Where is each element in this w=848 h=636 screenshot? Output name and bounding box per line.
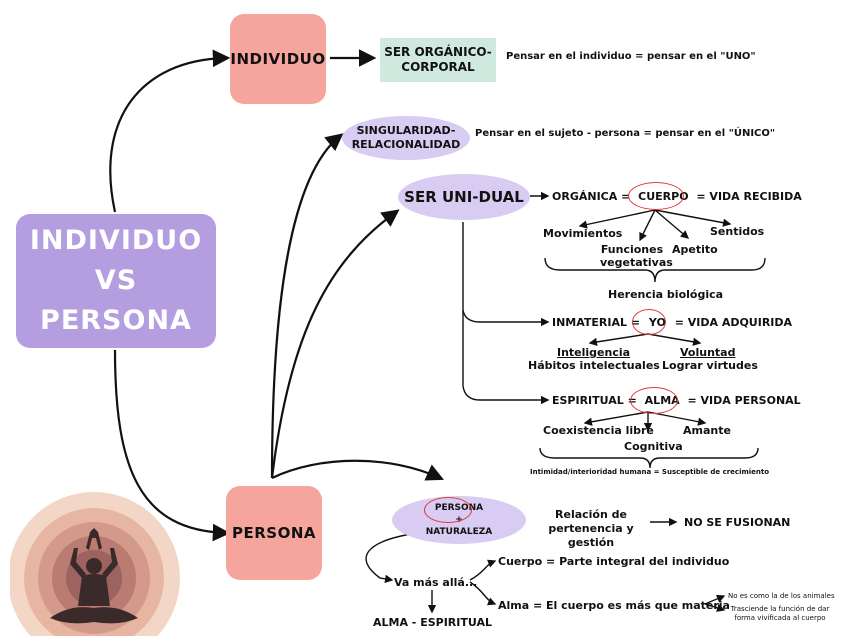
persona-label: PERSONA <box>231 524 316 542</box>
intimidad-note: Intimidad/interioridad humana = Suscepti… <box>530 468 770 476</box>
individuo-note: Pensar en el individuo = pensar en el "U… <box>506 51 756 62</box>
relacion-line1: Relación de <box>555 508 627 521</box>
organica-item-apetito: Apetito <box>672 243 718 256</box>
va-mas-alla: Va más allá... <box>394 576 478 589</box>
alma-note-2: Trasciende la función de dar forma vivif… <box>730 605 830 622</box>
alma-definicion: Alma = El cuerpo es más que materia <box>498 599 730 612</box>
individuo-box: INDIVIDUO <box>230 14 326 104</box>
organica-pre: ORGÁNICA = <box>552 190 631 203</box>
singularidad-line2: RELACIONALIDAD <box>351 138 461 151</box>
singularidad-ellipse: SINGULARIDAD- RELACIONALIDAD <box>342 116 470 160</box>
inmaterial-pre: INMATERIAL = <box>552 316 641 329</box>
organica-item-funciones: Funciones vegetativas <box>600 243 673 269</box>
meditation-figure-illustration <box>10 492 180 636</box>
voluntad-sub: Lograr virtudes <box>662 359 758 372</box>
alma-espiritual: ALMA - ESPIRITUAL <box>373 616 492 629</box>
main-title-box: INDIVIDUO VS PERSONA <box>16 214 216 348</box>
persona-box: PERSONA <box>226 486 322 580</box>
inteligencia-sub: Hábitos intelectuales <box>528 359 660 372</box>
alma-note-1: No es como la de los animales <box>728 592 835 600</box>
no-se-fusionan: NO SE FUSIONAN <box>684 516 791 529</box>
ser-unidual-ellipse: SER UNI-DUAL <box>398 174 530 220</box>
yo-highlight-ring <box>632 309 666 335</box>
ser-organico-line1: SER ORGÁNICO- <box>384 45 492 59</box>
voluntad-head: Voluntad <box>680 346 736 359</box>
organica-item-movimientos: Movimientos <box>543 227 623 240</box>
relacion-line2: pertenencia y gestión <box>548 522 634 549</box>
espiritual-post: = VIDA PERSONAL <box>687 394 801 407</box>
espiritual-item-cognitiva: Cognitiva <box>624 440 683 453</box>
organica-item-sentidos: Sentidos <box>710 225 765 238</box>
inteligencia-head: Inteligencia <box>557 346 631 359</box>
inmaterial-post: = VIDA ADQUIRIDA <box>674 316 793 329</box>
organica-post: = VIDA RECIBIDA <box>696 190 802 203</box>
main-title-line3: PERSONA <box>40 305 192 336</box>
alma-highlight-ring <box>630 387 678 414</box>
singularidad-line1: SINGULARIDAD- <box>356 124 456 137</box>
persona-highlight-ring <box>424 497 472 523</box>
herencia-biologica: Herencia biológica <box>608 288 724 301</box>
main-title-line2: VS <box>94 265 138 296</box>
espiritual-item-amante: Amante <box>683 424 731 437</box>
ser-unidual-label: SER UNI-DUAL <box>404 188 524 206</box>
individuo-label: INDIVIDUO <box>230 50 326 68</box>
cuerpo-highlight-ring <box>628 182 684 210</box>
cuerpo-definicion: Cuerpo = Parte integral del individuo <box>498 555 730 568</box>
ser-organico-box: SER ORGÁNICO- CORPORAL <box>380 38 496 82</box>
singularidad-note: Pensar en el sujeto - persona = pensar e… <box>475 128 776 139</box>
espiritual-pre: ESPIRITUAL = <box>552 394 637 407</box>
relacion-text: Relación de pertenencia y gestión <box>532 508 650 550</box>
main-title-line1: INDIVIDUO <box>29 225 203 256</box>
espiritual-item-coexistencia: Coexistencia libre <box>543 424 654 437</box>
inmaterial-row: INMATERIAL = YO = VIDA ADQUIRIDA <box>552 316 792 329</box>
ser-organico-line2: CORPORAL <box>401 60 475 74</box>
persona-ellipse-line3: NATURALEZA <box>425 527 493 537</box>
